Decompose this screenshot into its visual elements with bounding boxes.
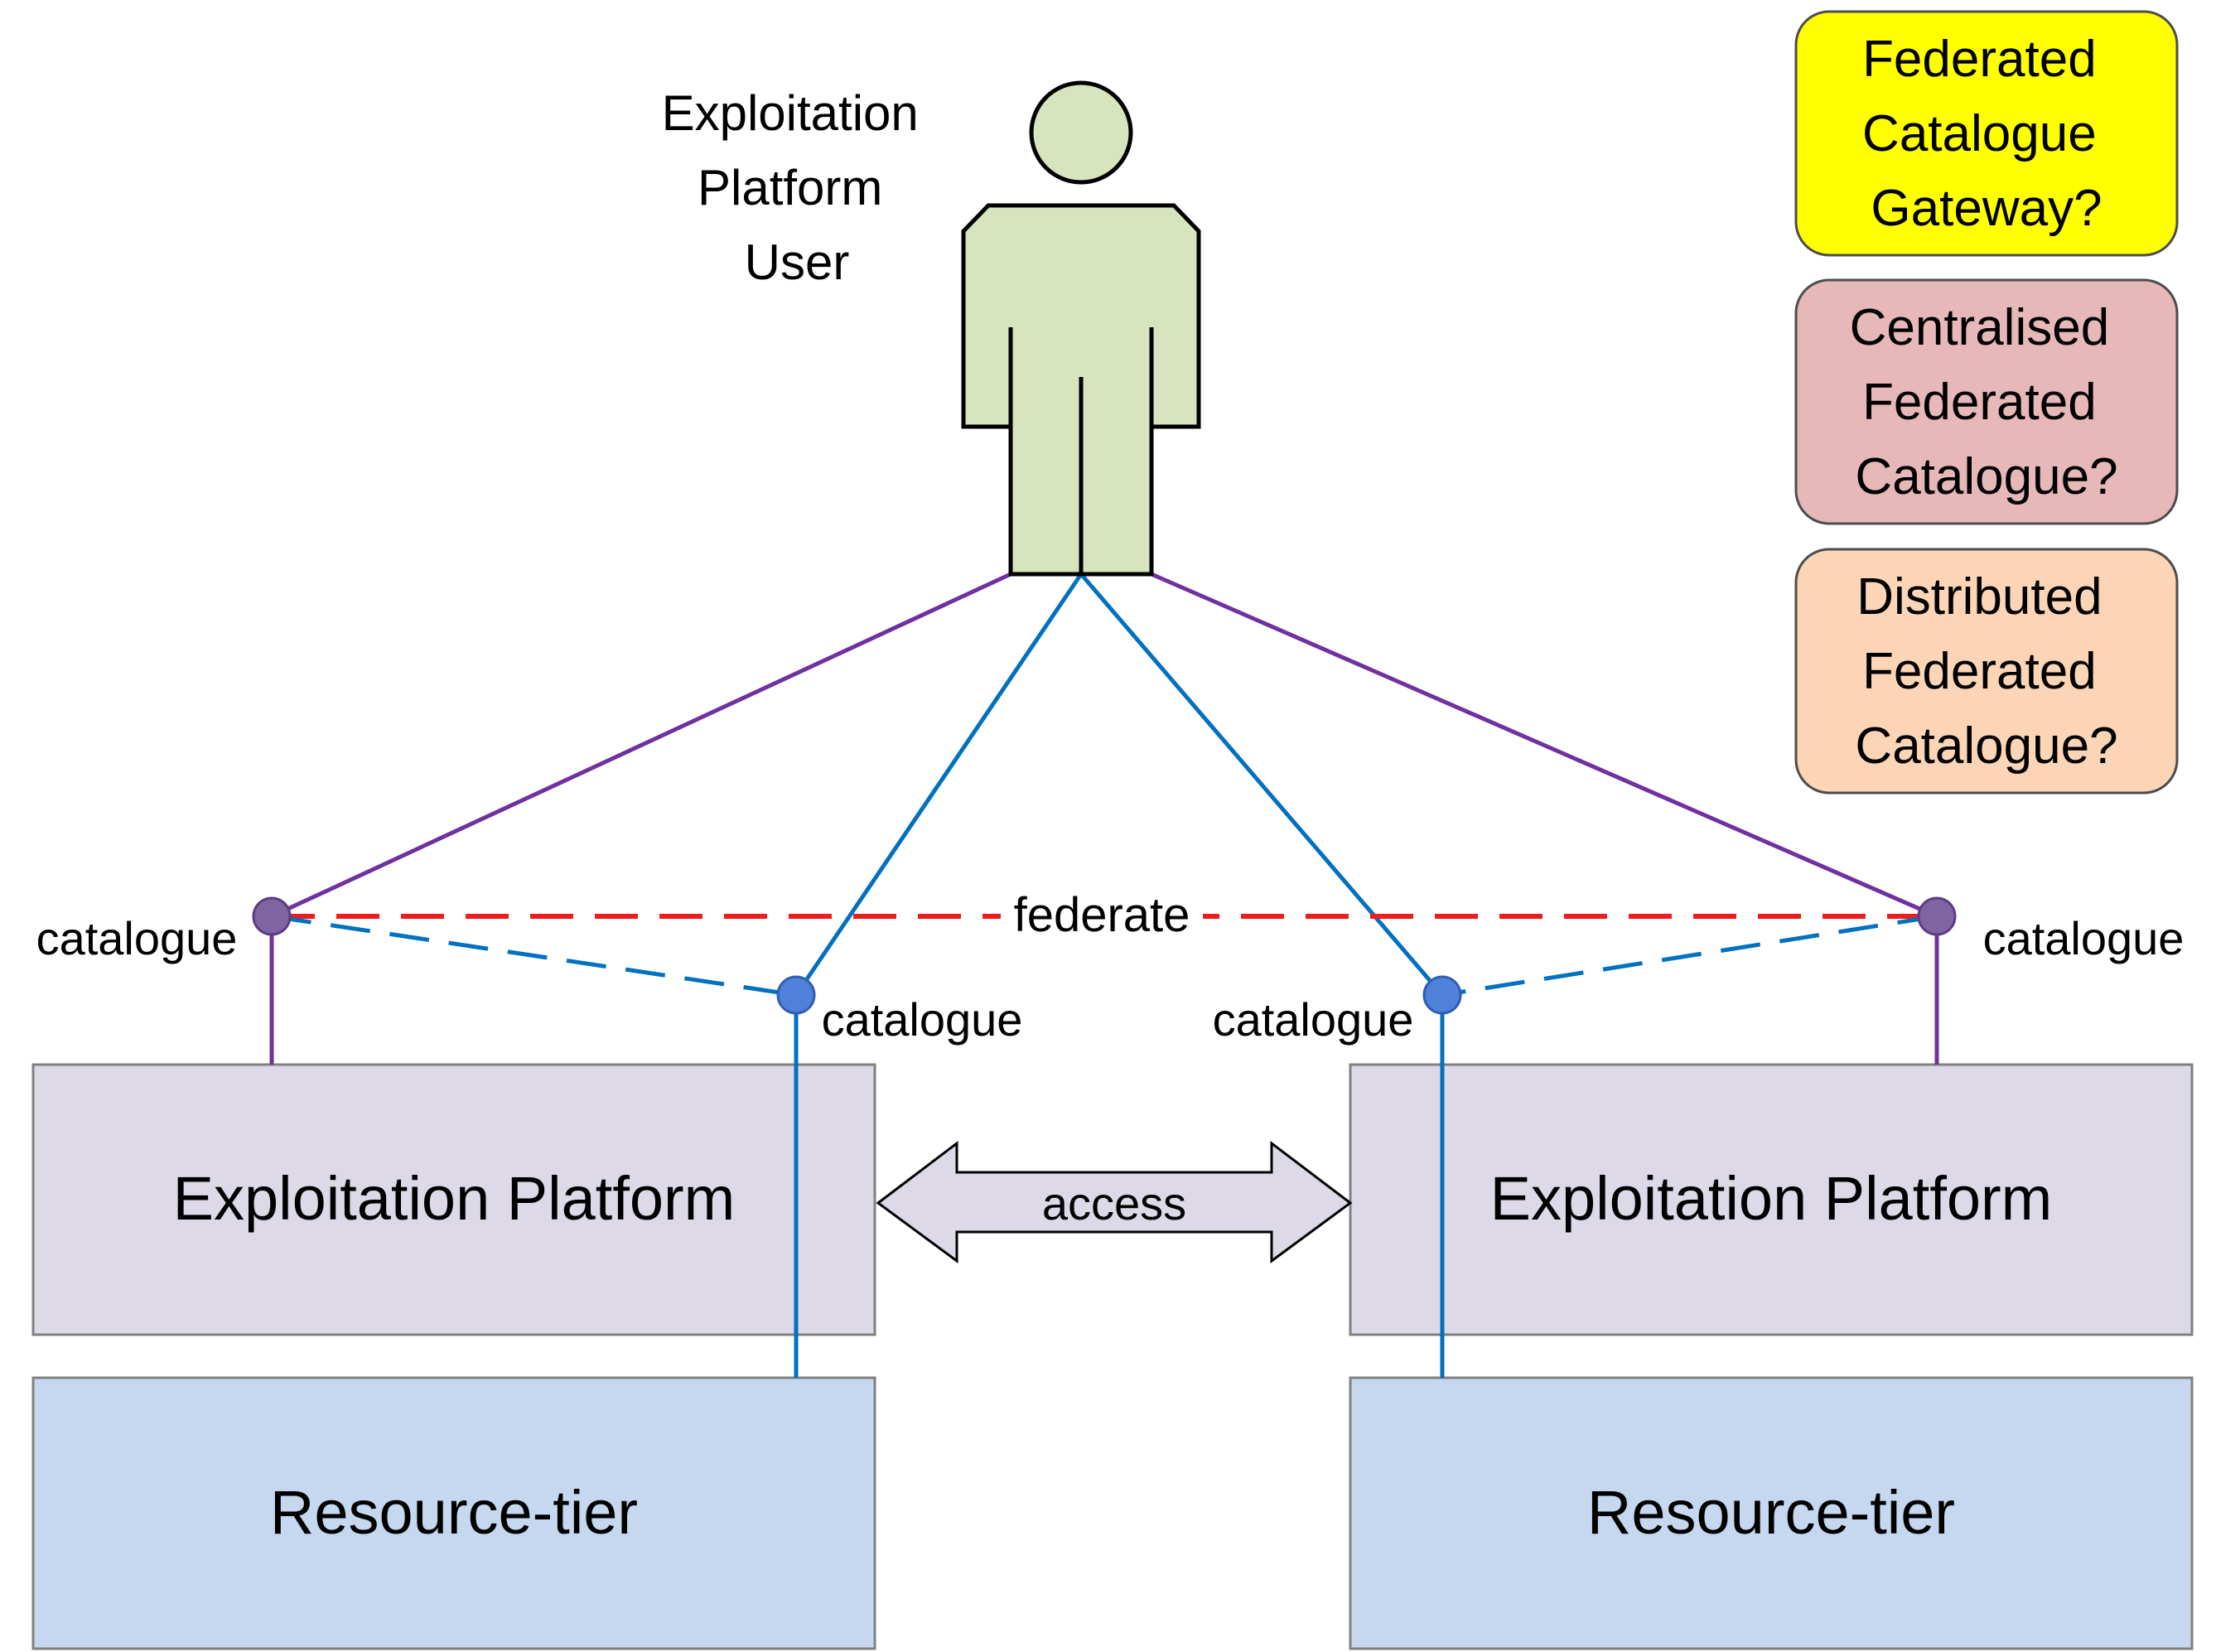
option-box-centralised — [1794, 278, 2179, 525]
option-gateway-line-2: Catalogue — [1862, 105, 2097, 162]
option-gateway-line-1: Federated — [1862, 31, 2097, 88]
option-centralised-label: Centralised Federated Catalogue? — [1850, 299, 2124, 505]
right-catalogue-dashed-link — [1441, 914, 1938, 997]
option-gateway-label: Federated Catalogue Gateway? — [1862, 31, 2111, 237]
federate-label: federate — [1014, 888, 1190, 942]
option-centralised-line-1: Centralised — [1850, 299, 2110, 356]
right-resource-box — [1349, 1376, 2194, 1650]
outer-right-catalogue-label: catalogue — [1983, 912, 2185, 964]
federate-label-backdrop — [1001, 886, 1203, 944]
left-platform-box — [31, 1063, 876, 1336]
option-box-distributed — [1794, 548, 2179, 795]
user-label-line-1: Exploitation — [662, 85, 919, 141]
user-to-inner-right-catalogue-link — [1079, 572, 1444, 997]
option-centralised-line-2: Federated — [1862, 374, 2097, 431]
inner-right-catalogue-label: catalogue — [1213, 993, 1414, 1046]
outer-left-catalogue-label: catalogue — [36, 912, 238, 964]
user-label-line-3: User — [745, 234, 850, 290]
access-double-arrow — [876, 1140, 1353, 1263]
access-label: access — [1042, 1177, 1186, 1229]
option-distributed-line-3: Catalogue? — [1855, 717, 2117, 775]
left-catalogue-dashed-link — [271, 914, 797, 997]
inner-left-catalogue-node — [776, 975, 816, 1015]
user-head — [1029, 80, 1133, 185]
left-resource-label: Resource-tier — [270, 1478, 638, 1547]
option-distributed-line-2: Federated — [1862, 643, 2097, 700]
inner-left-catalogue-label: catalogue — [822, 993, 1023, 1046]
user-to-inner-left-catalogue-link — [794, 572, 1084, 997]
inner-right-catalogue-node — [1422, 975, 1462, 1015]
right-platform-box — [1349, 1063, 2194, 1336]
right-platform-label: Exploitation Platform — [1490, 1164, 2053, 1233]
user-to-left-catalogue-link — [270, 572, 1012, 919]
user-label-line-2: Platform — [698, 160, 882, 215]
option-gateway-line-3: Gateway? — [1871, 180, 2102, 237]
user-to-right-catalogue-link — [1151, 572, 1938, 919]
left-platform-label: Exploitation Platform — [173, 1164, 736, 1233]
user-label: Exploitation Platform User — [662, 85, 933, 290]
option-distributed-label: Distributed Federated Catalogue? — [1855, 568, 2117, 775]
outer-left-catalogue-node — [252, 896, 292, 936]
option-centralised-line-3: Catalogue? — [1855, 448, 2117, 505]
left-resource-box — [31, 1376, 876, 1650]
option-distributed-line-1: Distributed — [1856, 568, 2102, 626]
option-box-gateway — [1794, 10, 2179, 257]
right-resource-label: Resource-tier — [1587, 1478, 1955, 1547]
outer-right-catalogue-node — [1917, 896, 1957, 936]
user-person-icon — [961, 80, 1201, 577]
